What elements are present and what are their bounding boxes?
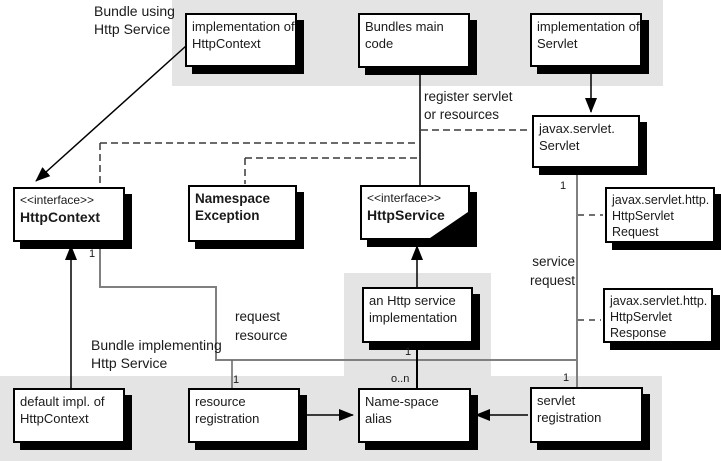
box-text: javax.servlet.http.	[610, 294, 708, 308]
label-line: request	[529, 273, 575, 288]
box-interface-httpservice: <<interface>> HttpService	[360, 185, 470, 240]
interface-name: HttpService	[367, 207, 445, 223]
box-text: Response	[610, 326, 667, 340]
box-resource-registration: resource registration	[188, 388, 300, 443]
label-line: Bundle implementing	[91, 337, 222, 353]
box-text: servlet	[537, 393, 576, 408]
box-text: Exception	[195, 208, 260, 223]
box-httpservlet-request: javax.servlet.http. HttpServlet Request	[605, 187, 715, 243]
label-bundle-implementing-http-service: Bundle implementing Http Service	[91, 336, 222, 372]
box-text: Request	[612, 225, 659, 239]
box-text: resource	[195, 394, 246, 409]
box-text: HttpServlet	[610, 310, 672, 324]
box-text: default impl. of	[20, 394, 105, 409]
label-line: Http Service	[91, 355, 168, 371]
label-register-servlet-or-resources: register servlet or resources	[424, 88, 513, 124]
label-line: resource	[235, 328, 288, 343]
box-text: registration	[537, 410, 602, 425]
interface-name: HttpContext	[20, 209, 101, 225]
stereotype-label: <<interface>>	[367, 191, 442, 205]
box-text: alias	[365, 411, 392, 426]
box-text: Namespace	[195, 191, 271, 206]
box-text: Servlet	[537, 36, 578, 51]
box-text: implementation of	[192, 19, 295, 34]
box-implementation-of-servlet: implementation of Servlet	[530, 13, 642, 67]
box-text: Name-space	[365, 394, 439, 409]
multiplicity-servlet: 1	[560, 180, 567, 192]
box-text: registration	[195, 411, 260, 426]
label-service-request: service request	[505, 252, 575, 290]
multiplicity-httpcontext: 1	[89, 248, 96, 260]
box-text: implementation	[369, 310, 458, 325]
label-line: service	[532, 254, 575, 269]
box-javax-servlet: javax.servlet. Servlet	[532, 115, 640, 168]
box-httpservlet-response: javax.servlet.http. HttpServlet Response	[603, 288, 713, 343]
box-namespace-exception: Namespace Exception	[188, 185, 297, 242]
box-text: Bundles main	[365, 19, 444, 34]
label-line: Bundle using	[94, 3, 175, 19]
box-text: code	[365, 36, 394, 51]
box-text: HttpServlet	[612, 209, 674, 223]
box-implementation-of-httpcontext: implementation of HttpContext	[185, 13, 297, 67]
box-text: an Http service	[369, 293, 456, 308]
label-request-resource: request resource	[235, 307, 288, 345]
multiplicity-resource-registration: 1	[233, 374, 240, 386]
box-servlet-registration: servlet registration	[530, 387, 643, 443]
multiplicity-servlet-registration: 1	[563, 372, 570, 384]
box-default-impl-of-httpcontext: default impl. of HttpContext	[13, 388, 125, 443]
label-line: request	[235, 309, 281, 324]
stereotype-label: <<interface>>	[20, 193, 95, 207]
multiplicity-namespace-alias: o..n	[391, 373, 410, 385]
box-text: implementation of	[537, 19, 640, 34]
label-bundle-using-http-service: Bundle using Http Service	[94, 2, 175, 38]
box-text: javax.servlet.	[539, 121, 615, 136]
label-line: register servlet	[424, 89, 513, 104]
box-bundles-main-code: Bundles main code	[358, 13, 470, 68]
box-namespace-alias: Name-space alias	[358, 388, 471, 443]
box-text: HttpContext	[192, 36, 261, 51]
arrow-impl-to-httpcontext	[35, 45, 187, 182]
label-line: or resources	[424, 107, 500, 122]
box-text: javax.servlet.http.	[612, 193, 710, 207]
label-line: Http Service	[94, 21, 171, 37]
multiplicity-http-service-impl: 1	[405, 346, 412, 358]
service-corner-icon	[430, 212, 468, 238]
box-text: HttpContext	[20, 411, 89, 426]
box-an-http-service-implementation: an Http service implementation	[362, 287, 473, 343]
box-text: Servlet	[539, 138, 580, 153]
box-interface-httpcontext: <<interface>> HttpContext	[13, 187, 125, 242]
